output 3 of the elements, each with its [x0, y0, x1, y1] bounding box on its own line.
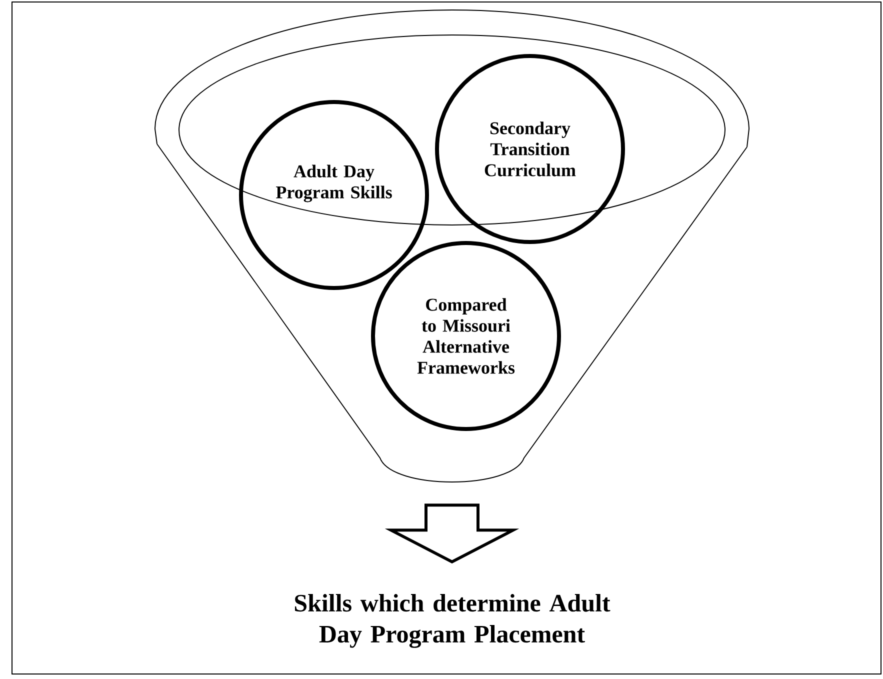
funnel — [154, 9, 750, 482]
block-arrow — [384, 504, 520, 564]
result-text: Skills which determine Adult Day Program Placement — [295, 594, 610, 648]
